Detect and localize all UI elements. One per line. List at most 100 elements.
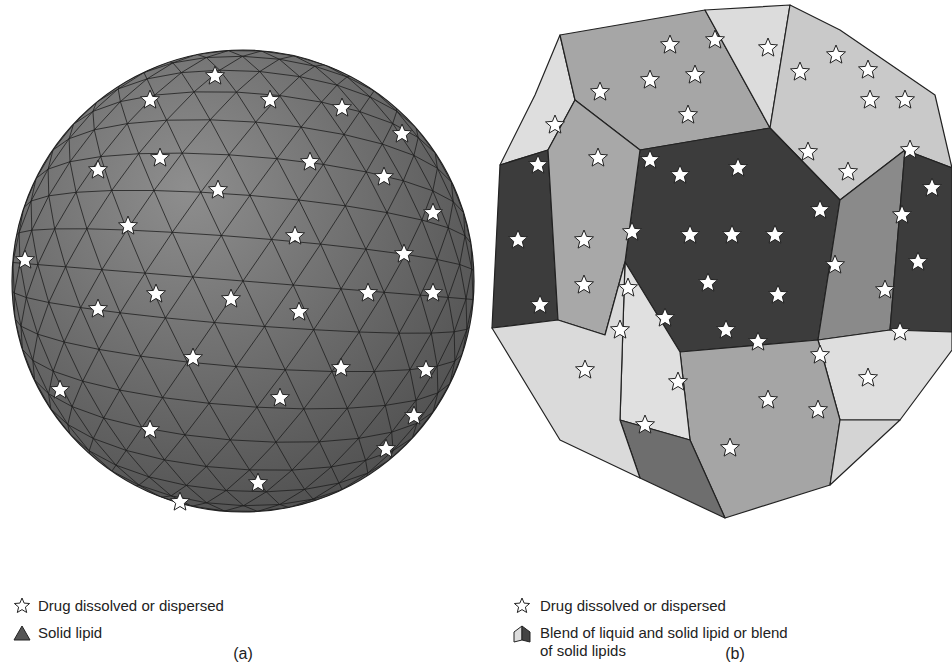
drug-star: [717, 320, 736, 338]
lipid-face: [492, 150, 558, 328]
drug-star: [759, 390, 778, 408]
text-holder: Drug dissolved or dispersed: [38, 597, 338, 615]
mesh-lines: [8, 45, 479, 517]
panel-label: (b): [725, 645, 745, 662]
drug-star: [859, 60, 878, 78]
lipid-blend-particle: [492, 5, 952, 518]
drug-star: [669, 372, 688, 390]
drug-star: [729, 158, 748, 176]
drug-star: [290, 302, 309, 320]
drug-star: [686, 65, 705, 83]
drug-star: [656, 308, 675, 326]
drug-star: [184, 348, 203, 366]
drug-star: [811, 345, 830, 363]
drug-star: [769, 285, 788, 303]
drug-star: [591, 82, 610, 100]
polygon-swatch: [522, 626, 530, 642]
drug-star: [359, 283, 378, 301]
text-holder: Blend of liquid and solid lipid or blend…: [540, 624, 790, 660]
lipid-face: [492, 262, 640, 478]
drug-star: [923, 178, 942, 196]
drug-star: [332, 358, 351, 376]
drug-star: [909, 252, 928, 270]
lipid-face: [890, 150, 952, 332]
drug-stars: [14, 30, 941, 613]
drug-star: [261, 90, 280, 108]
drug-star: [14, 598, 29, 613]
legend-text: Drug dissolved or dispersed: [38, 597, 224, 614]
lipid-face: [548, 100, 640, 335]
drug-star: [859, 368, 878, 386]
drug-star: [395, 244, 414, 262]
drug-star: [249, 473, 268, 491]
drug-star: [89, 299, 108, 317]
drug-star: [811, 200, 830, 218]
drug-star: [681, 225, 700, 243]
drug-star: [641, 150, 660, 168]
drug-star: [861, 90, 880, 108]
triangle-mesh: [8, 45, 479, 517]
drug-star: [699, 273, 718, 291]
drug-star: [759, 38, 778, 56]
drug-star: [575, 230, 594, 248]
drug-star: [141, 90, 160, 108]
triangle-swatch: [14, 626, 30, 640]
drug-star: [546, 115, 565, 133]
drug-star: [119, 216, 138, 234]
drug-star: [393, 124, 412, 142]
drug-star: [623, 222, 642, 240]
drug-star: [641, 70, 660, 88]
drug-star: [271, 388, 290, 406]
drug-star: [405, 406, 424, 424]
drug-star: [141, 420, 160, 438]
drug-star: [209, 180, 228, 198]
drug-star: [576, 360, 595, 378]
legend-text: Drug dissolved or dispersed: [540, 597, 726, 614]
drug-star: [661, 35, 680, 53]
drug-star: [876, 280, 895, 298]
drug-star: [893, 205, 912, 223]
drug-star: [826, 255, 845, 273]
drug-star: [799, 142, 818, 160]
drug-star: [901, 140, 920, 158]
legend-text: Blend of liquid and solid lipid or blend…: [540, 624, 788, 659]
drug-star: [171, 492, 190, 510]
drug-star: [417, 360, 436, 378]
lipid-face: [818, 330, 952, 420]
drug-star: [147, 284, 166, 302]
drug-star: [575, 275, 594, 293]
drug-star: [891, 322, 910, 340]
drug-star: [16, 250, 35, 268]
drug-star: [286, 226, 305, 244]
drug-star: [89, 160, 108, 178]
drug-star: [375, 167, 394, 185]
drug-star: [333, 98, 352, 116]
drug-star: [839, 162, 858, 180]
drug-star: [706, 30, 725, 48]
drug-star: [766, 225, 785, 243]
drug-star: [377, 439, 396, 457]
drug-star: [721, 438, 740, 456]
drug-star: [529, 155, 548, 173]
drug-star: [636, 415, 655, 433]
drug-star: [611, 320, 630, 338]
drug-star: [827, 45, 846, 63]
drug-star: [151, 148, 170, 166]
drug-star: [424, 203, 443, 221]
drug-star: [206, 66, 225, 84]
drug-star: [671, 165, 690, 183]
drug-star: [51, 380, 70, 398]
drug-star: [531, 295, 550, 313]
text-holder: (a): [193, 645, 293, 663]
panel-label: (a): [233, 645, 253, 662]
text-holder: Solid lipid: [38, 624, 338, 642]
drug-star: [222, 289, 241, 307]
drug-star: [424, 283, 443, 301]
drug-star: [509, 230, 528, 248]
particle-outline: [12, 50, 474, 512]
drug-star: [749, 332, 768, 350]
lipid-face: [830, 420, 900, 485]
legend-text: Solid lipid: [38, 624, 102, 641]
drug-star: [301, 152, 320, 170]
drug-star: [791, 62, 810, 80]
